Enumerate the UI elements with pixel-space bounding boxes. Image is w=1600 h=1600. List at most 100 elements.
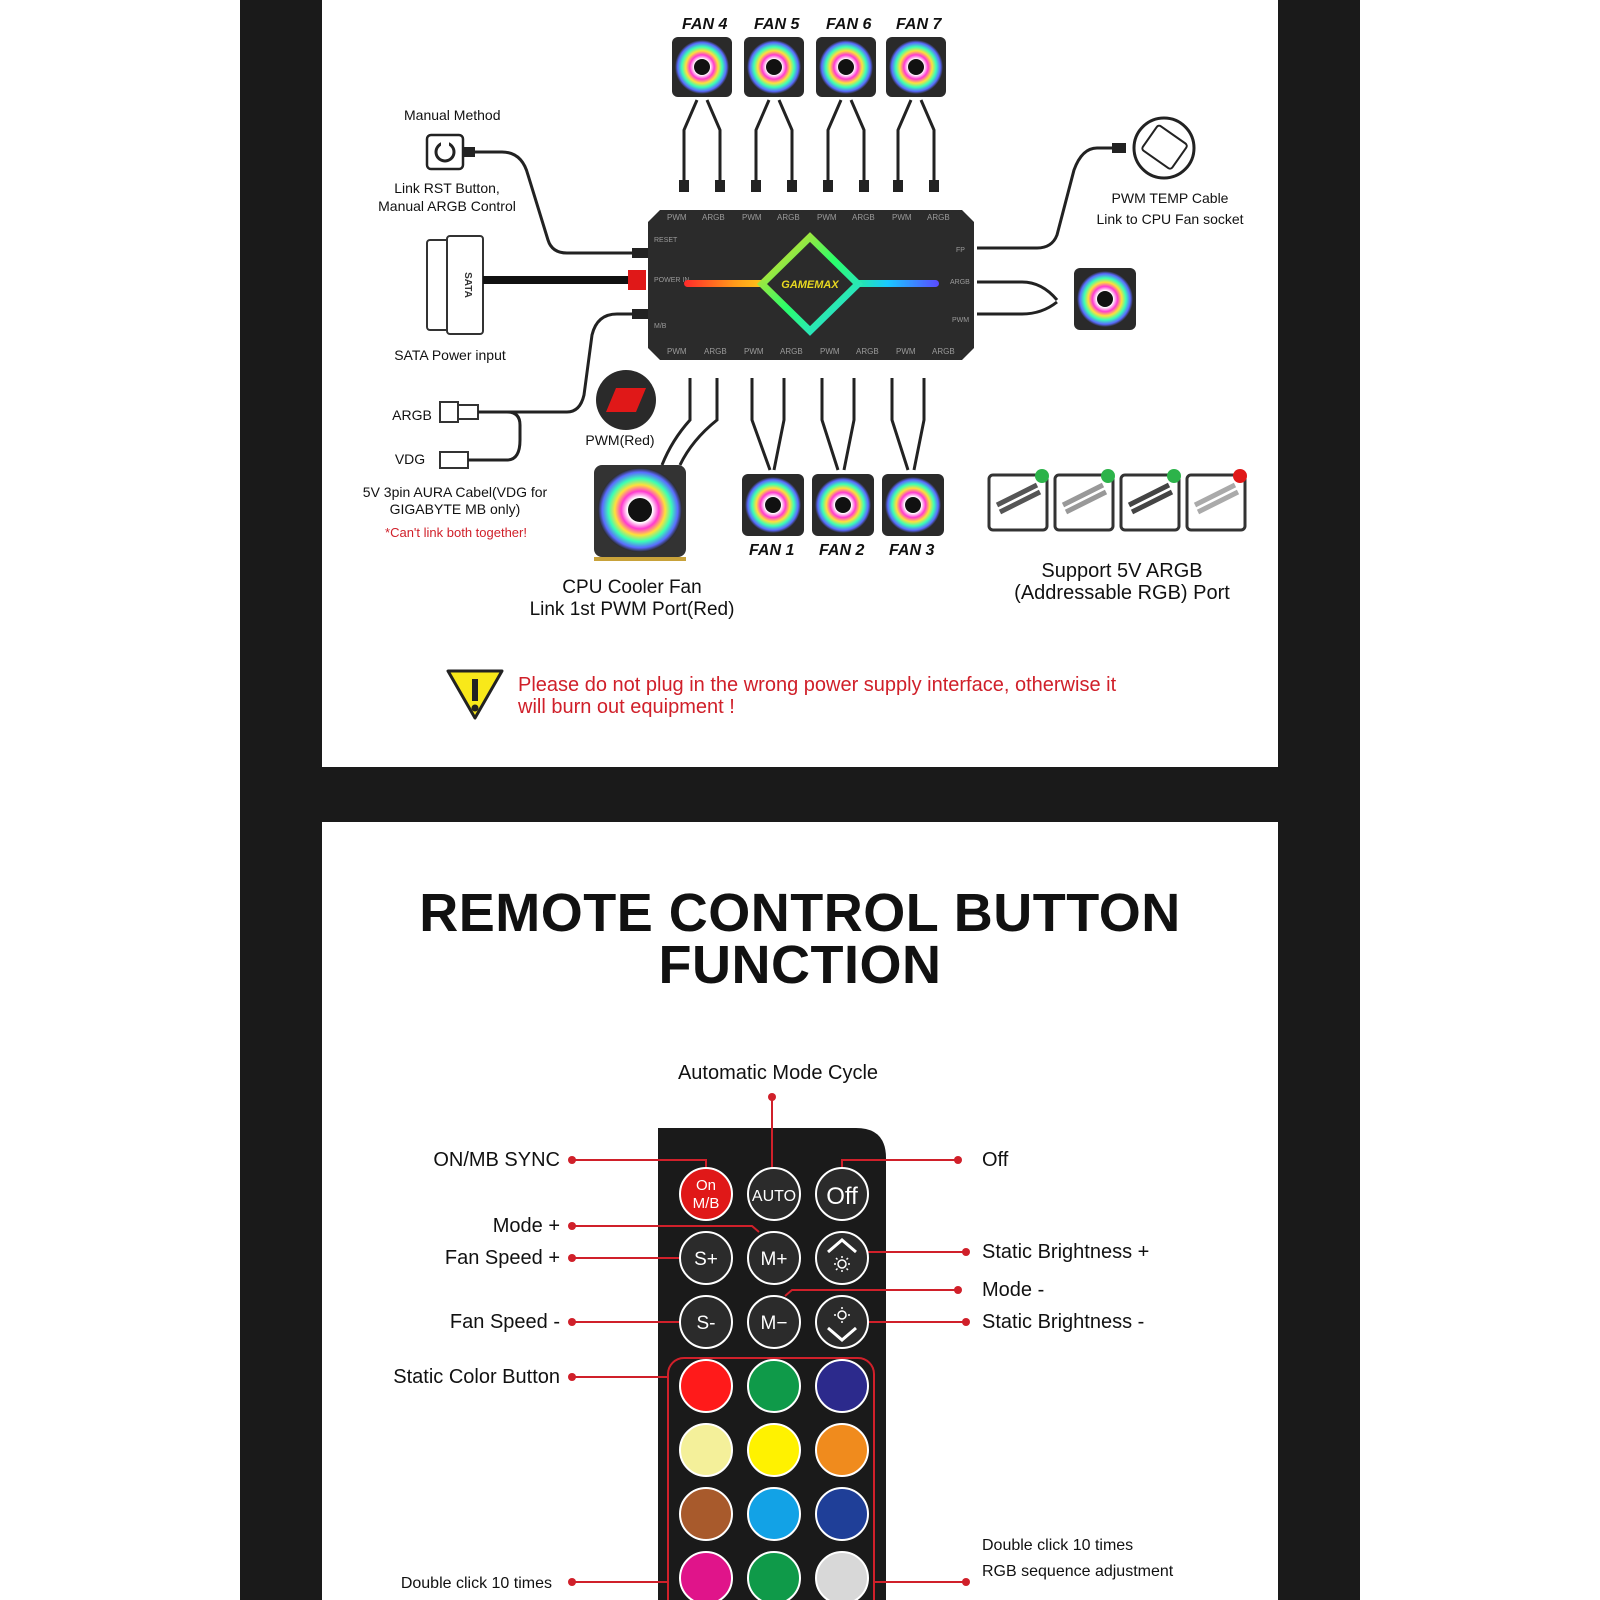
rst-button-icon (425, 133, 475, 171)
fan-3-label: FAN 3 (889, 542, 934, 559)
pwm-red-connector-icon (596, 370, 656, 430)
hub-side-pwm: PWM (952, 317, 969, 324)
fan-4-label: FAN 4 (682, 16, 727, 33)
argb-connector-icon (439, 401, 479, 423)
hub-port-bottom-7: PWM (896, 347, 916, 356)
pwm-red-label: PWM(Red) (585, 432, 654, 448)
speed-plus-button[interactable]: S+ (679, 1231, 733, 1285)
aura-warning-note: *Can't link both together! (385, 525, 527, 540)
on-sync-label: ON/MB SYNC (433, 1149, 560, 1171)
off-button[interactable]: Off (815, 1167, 869, 1221)
warning-text-line1: Please do not plug in the wrong power su… (518, 674, 1117, 696)
hub-side-fp: FP (956, 247, 965, 254)
fan-1: FAN 1 (742, 474, 804, 559)
color-button-9[interactable] (815, 1487, 869, 1541)
wiring-diagram: FAN 4 FAN 5 FAN 6 FAN 7 (363, 16, 1247, 720)
fan-5-label: FAN 5 (754, 16, 800, 33)
cpu-fan-label-line1: CPU Cooler Fan (562, 577, 701, 598)
hub-port-top-6: ARGB (852, 213, 875, 222)
on-mb-button-bottom: M/B (693, 1195, 720, 1212)
fan-4: FAN 4 (672, 16, 732, 192)
side-fan (1074, 268, 1136, 330)
argb-cable-label: ARGB (392, 407, 432, 423)
sata-connector-icon: SATA (426, 235, 646, 335)
brightness-up-button[interactable] (815, 1231, 869, 1285)
color-button-12[interactable] (815, 1551, 869, 1600)
rst-label-line1: Link RST Button, (394, 180, 500, 196)
sata-connector-text: SATA (462, 272, 473, 298)
fan-6-label: FAN 6 (826, 16, 871, 33)
color-button-5[interactable] (747, 1423, 801, 1477)
hub-port-top-4: ARGB (777, 213, 800, 222)
sun-icon (837, 1310, 847, 1320)
fan-2: FAN 2 (812, 474, 874, 559)
rst-label-line2: Manual ARGB Control (378, 198, 516, 214)
hub-side-power: POWER IN (654, 277, 689, 284)
color-button-4[interactable] (679, 1423, 733, 1477)
brightness-down-button[interactable] (815, 1295, 869, 1349)
fan-speed-plus-label: Fan Speed + (445, 1247, 560, 1269)
hub-port-bottom-2: ARGB (704, 347, 727, 356)
hub-port-top-5: PWM (817, 213, 837, 222)
warning-triangle-icon (446, 669, 504, 720)
hub-port-top-1: PWM (667, 213, 687, 222)
fan-7-label: FAN 7 (896, 16, 942, 33)
panel-divider (240, 767, 1360, 822)
fan-1-label: FAN 1 (749, 542, 794, 559)
on-mb-button[interactable]: On M/B (679, 1167, 733, 1221)
off-label: Off (982, 1149, 1009, 1171)
top-fans: FAN 4 FAN 5 FAN 6 FAN 7 (672, 16, 946, 192)
brightness-down-arrow-icon (827, 1326, 857, 1342)
hub-port-bottom-4: ARGB (780, 347, 803, 356)
rgb-sequence-label: RGB sequence adjustment (982, 1563, 1174, 1580)
mode-minus-label: Mode - (982, 1279, 1044, 1301)
support-argb-line1: Support 5V ARGB (1041, 560, 1202, 582)
cpu-fan-label-line2: Link 1st PWM Port(Red) (530, 599, 735, 620)
speed-minus-button[interactable]: S- (679, 1295, 733, 1349)
on-mb-button-top: On (696, 1177, 716, 1194)
aura-label-line2: GIGABYTE MB only) (390, 501, 521, 517)
support-argb-line2: (Addressable RGB) Port (1014, 582, 1230, 604)
color-button-6[interactable] (815, 1423, 869, 1477)
manual-method-label: Manual Method (404, 107, 501, 123)
fan-5: FAN 5 (744, 16, 804, 192)
hub-brand-logo: GAMEMAX (781, 279, 839, 291)
color-button-2[interactable] (747, 1359, 801, 1413)
aura-label-line1: 5V 3pin AURA Cabel(VDG for (363, 484, 548, 500)
hub-port-bottom-3: PWM (744, 347, 764, 356)
pwm-temp-socket-icon (1132, 116, 1196, 180)
brightness-plus-label: Static Brightness + (982, 1241, 1149, 1263)
remote-function-panel: REMOTE CONTROL BUTTON FUNCTION (322, 822, 1278, 1600)
color-button-3[interactable] (815, 1359, 869, 1413)
cpu-cooler-fan (594, 465, 686, 561)
color-button-8[interactable] (747, 1487, 801, 1541)
color-button-11[interactable] (747, 1551, 801, 1600)
speed-minus-button-label: S- (697, 1313, 716, 1334)
mode-plus-button-label: M+ (761, 1249, 788, 1270)
hub-side-mb: M/B (654, 323, 667, 330)
vdg-cable-label: VDG (395, 451, 425, 467)
static-color-label: Static Color Button (393, 1366, 560, 1388)
off-button-label: Off (826, 1183, 858, 1210)
fan-6: FAN 6 (816, 16, 876, 192)
double-click-right-label: Double click 10 times (982, 1537, 1133, 1554)
argb-header-icons (987, 469, 1247, 532)
color-button-7[interactable] (679, 1487, 733, 1541)
warning-text-line2: will burn out equipment ! (517, 696, 735, 718)
brightness-minus-label: Static Brightness - (982, 1311, 1144, 1333)
double-click-left-label: Double click 10 times (401, 1575, 552, 1592)
sun-icon (837, 1259, 847, 1269)
mode-minus-button[interactable]: M− (747, 1295, 801, 1349)
color-button-10[interactable] (679, 1551, 733, 1600)
mode-plus-button[interactable]: M+ (747, 1231, 801, 1285)
bottom-fans: FAN 1 FAN 2 FAN 3 (742, 378, 944, 559)
fan-speed-minus-label: Fan Speed - (450, 1311, 560, 1333)
hub-port-top-2: ARGB (702, 213, 725, 222)
hub-port-bottom-1: PWM (667, 347, 687, 356)
pwm-temp-label-line2: Link to CPU Fan socket (1096, 211, 1243, 227)
hub-side-argb: ARGB (950, 279, 970, 286)
hub-port-bottom-6: ARGB (856, 347, 879, 356)
auto-button[interactable]: AUTO (747, 1167, 801, 1221)
color-button-1[interactable] (679, 1359, 733, 1413)
hub-port-bottom-5: PWM (820, 347, 840, 356)
